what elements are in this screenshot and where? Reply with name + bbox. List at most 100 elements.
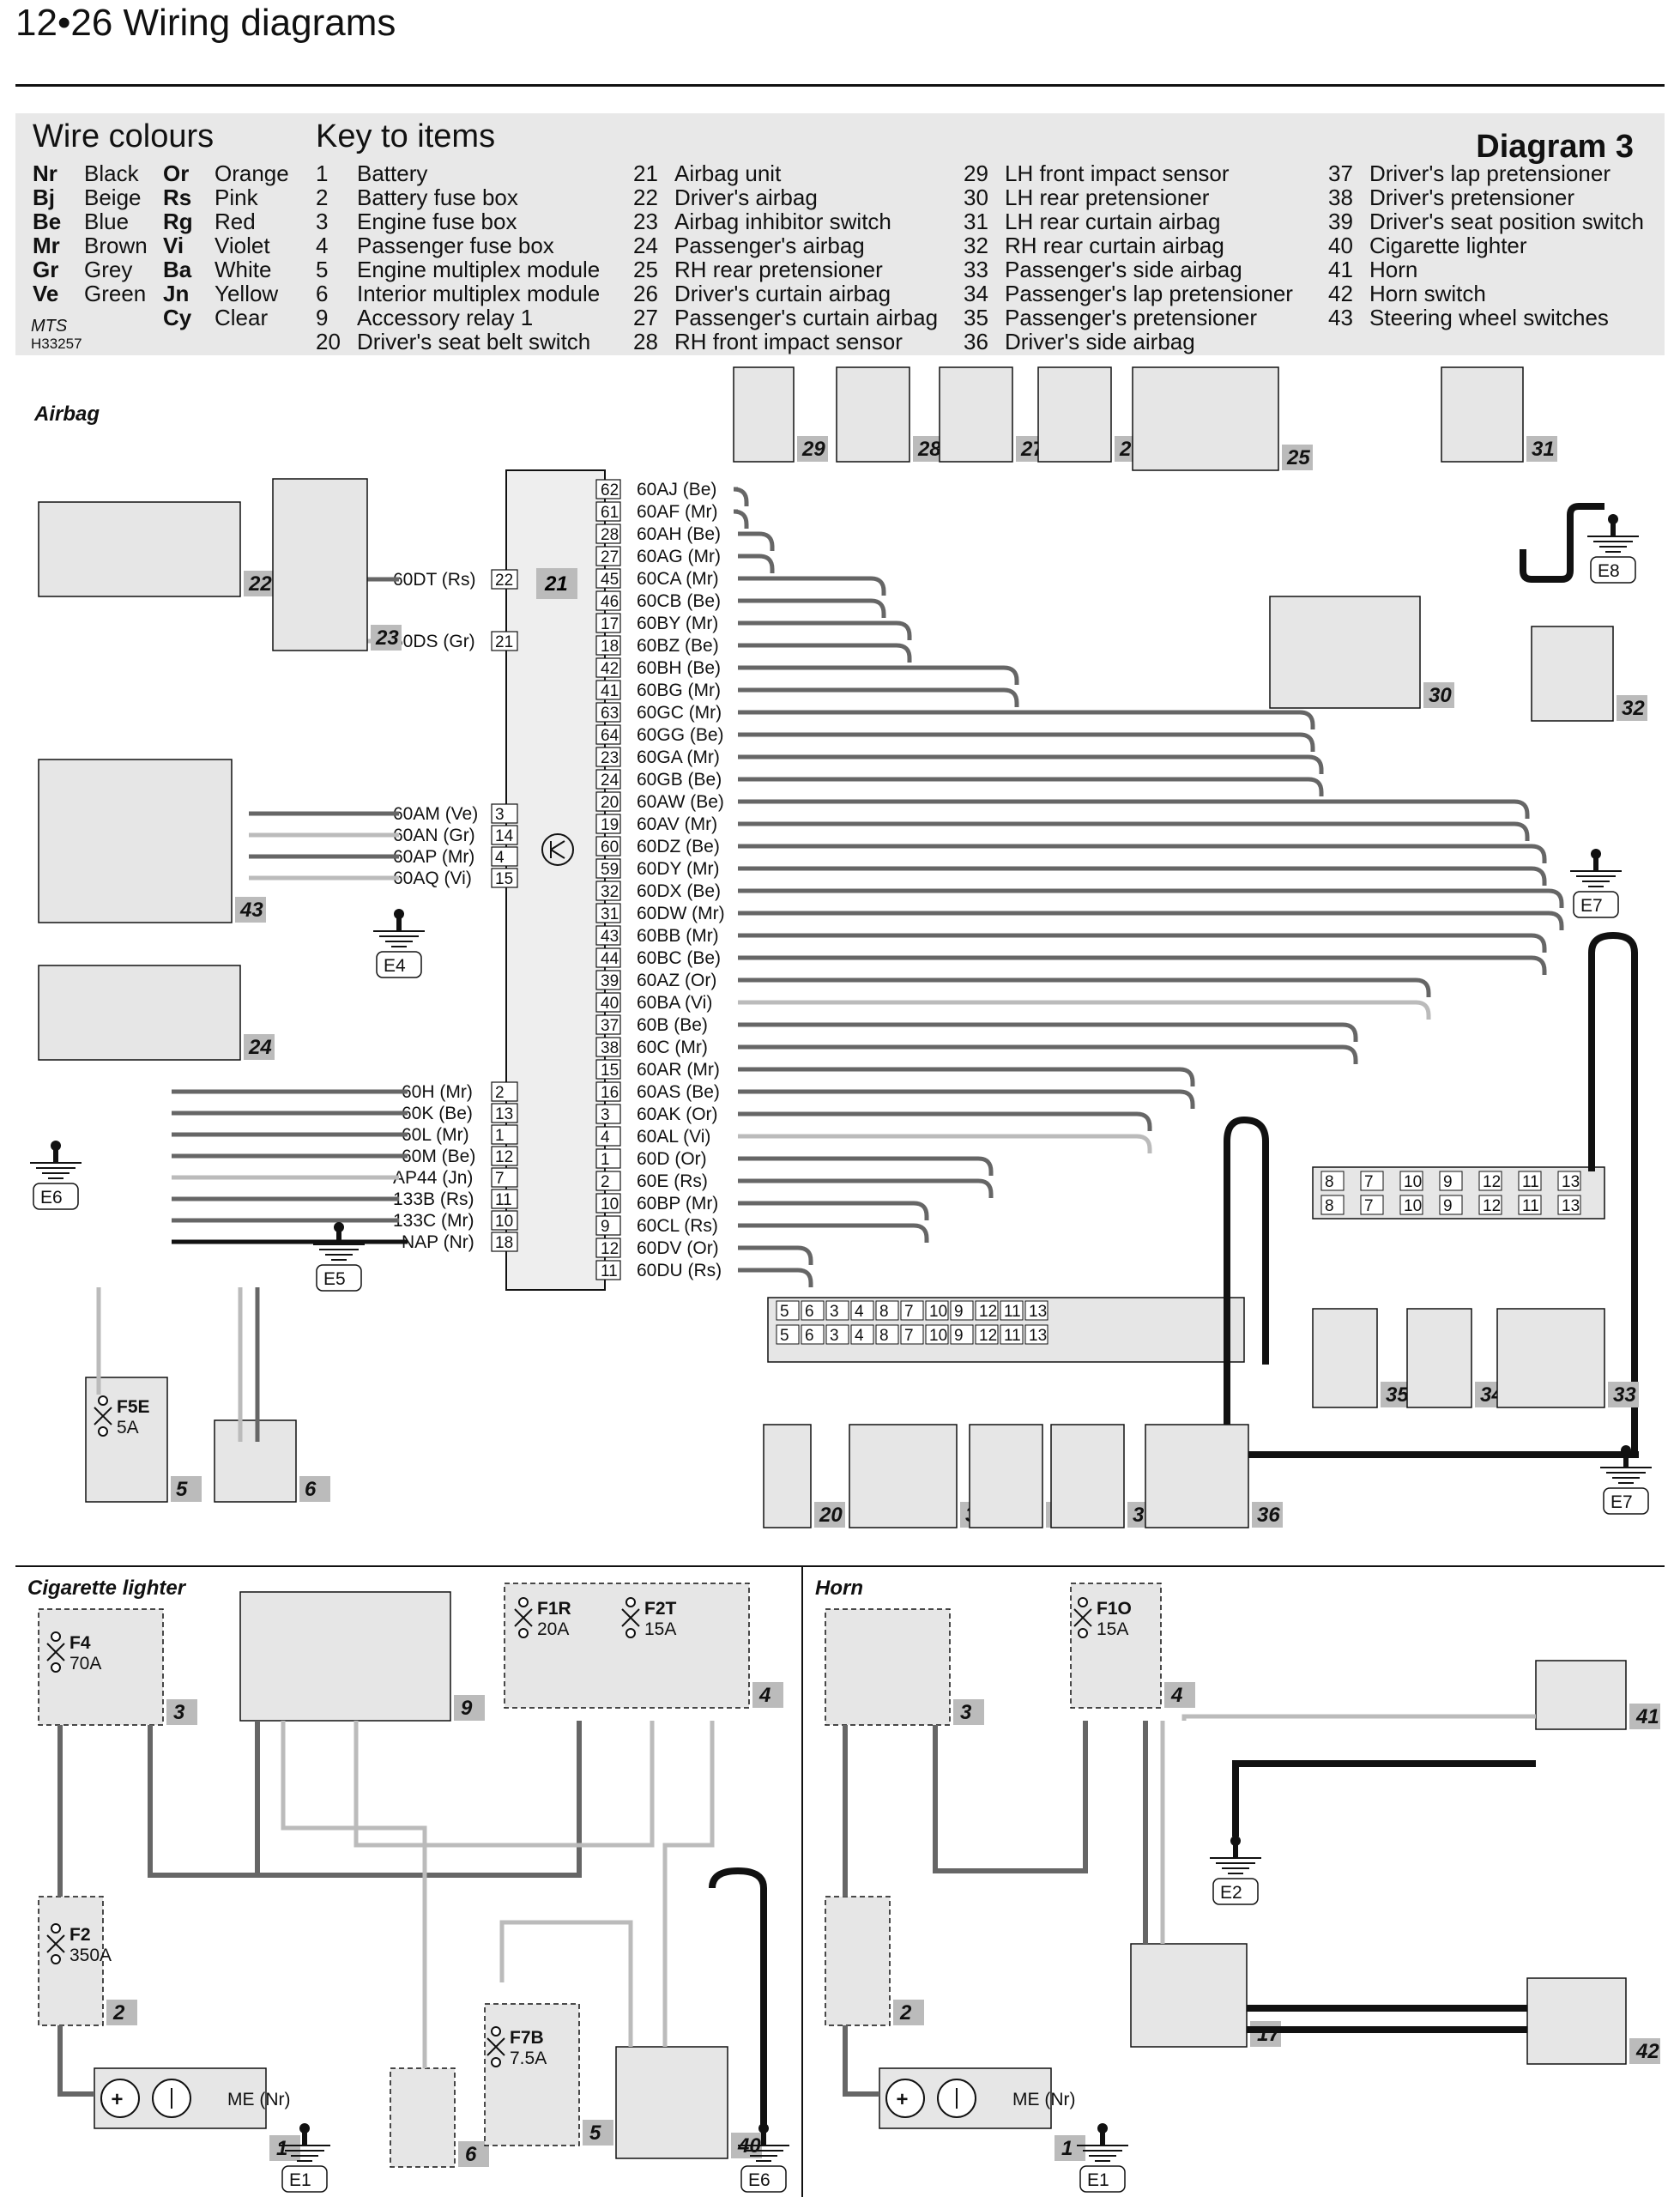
engine-fuse-box-horn-label-bg xyxy=(953,1699,984,1725)
ground-node xyxy=(1608,514,1618,524)
section-cig-title: Cigarette lighter xyxy=(27,1577,187,1600)
section-horn-title: Horn xyxy=(815,1577,863,1600)
connector-pin-number: 10 xyxy=(1404,1173,1422,1191)
airbag-wire xyxy=(738,598,886,618)
pin-box xyxy=(595,1059,621,1080)
wire-label: AP44 (Jn) xyxy=(393,1168,473,1188)
connector-pin xyxy=(975,1324,999,1345)
passenger-side-airbag-number: 33 xyxy=(1613,1383,1636,1407)
rh-impact-sensor-label-bg xyxy=(913,436,944,462)
pin-box xyxy=(595,925,621,946)
pin-number: 20 xyxy=(601,794,619,812)
lh-impact-sensor xyxy=(733,366,795,463)
circuit-wire xyxy=(662,1721,715,2047)
airbag-harness xyxy=(172,487,1564,1287)
circuit-wire xyxy=(843,2025,879,2097)
pin-box xyxy=(491,631,518,651)
circuit-wire xyxy=(499,1920,633,2047)
pin-box xyxy=(595,1260,621,1280)
airbag-wire xyxy=(738,955,1547,975)
fuse-symbol xyxy=(514,1608,533,1627)
rh-rear-pretensioner-number: 25 xyxy=(1286,446,1310,469)
wire-label: 60M (Be) xyxy=(402,1147,475,1166)
fuse-rating: 15A xyxy=(1097,1619,1128,1639)
ground-label-box xyxy=(33,1183,79,1210)
battery-plus-sign: + xyxy=(896,2088,908,2111)
pin-number: 31 xyxy=(601,905,619,923)
wire-label: 60AF (Mr) xyxy=(637,502,718,522)
pin-number: 12 xyxy=(601,1240,619,1258)
wire-label: 60H (Mr) xyxy=(402,1082,473,1102)
driver-pretensioner xyxy=(969,1424,1043,1528)
airbag-unit-number: 21 xyxy=(544,572,568,596)
connector-pin-number: 7 xyxy=(904,1327,914,1345)
connector-pin-number: 9 xyxy=(954,1303,964,1321)
pin-number: 21 xyxy=(495,633,513,651)
pin-number: 3 xyxy=(495,806,505,824)
ground-label: E8 xyxy=(1598,561,1620,581)
driver-seat-belt-switch xyxy=(763,1424,812,1528)
connector-pin xyxy=(850,1324,874,1345)
connector-pin xyxy=(825,1324,849,1345)
battery-fuse-box-cig xyxy=(38,1896,104,2026)
battery-earth-wire-label: ME (Nr) xyxy=(1012,2090,1075,2109)
pin-box xyxy=(595,702,621,723)
connector-pin xyxy=(1360,1171,1384,1191)
airbag-unit xyxy=(505,469,606,1291)
connector-pin xyxy=(925,1300,949,1321)
pin-box xyxy=(491,1232,518,1252)
pin-box xyxy=(595,1171,621,1191)
ground-label-box xyxy=(1212,1878,1259,1905)
pin-number: 42 xyxy=(601,660,619,678)
wire-label: 60C (Mr) xyxy=(637,1038,708,1057)
ground-label: E5 xyxy=(323,1269,346,1289)
wire-label: 60AM (Ve) xyxy=(393,804,478,824)
pin-box xyxy=(595,524,621,544)
pin-number: 1 xyxy=(601,1151,610,1169)
fuse-rating: 70A xyxy=(69,1654,101,1673)
connector-pin-number: 12 xyxy=(979,1303,997,1321)
wire-label: 60GA (Mr) xyxy=(637,747,720,767)
fuse-terminal xyxy=(518,1628,529,1638)
airbag-wire xyxy=(738,888,1564,908)
pin-box xyxy=(491,868,518,888)
pin-box xyxy=(595,992,621,1013)
connector-pin xyxy=(950,1324,974,1345)
page-header: 12•26 Wiring diagrams xyxy=(0,0,1680,86)
ground-label-box xyxy=(281,2165,328,2193)
pin-number: 38 xyxy=(601,1039,619,1057)
pin-box xyxy=(595,613,621,633)
pin-number: 63 xyxy=(601,705,619,723)
connector-pin-number: 8 xyxy=(1325,1197,1334,1215)
engine-multiplex-module-number: 5 xyxy=(176,1478,188,1501)
circuit-wire xyxy=(148,1721,582,1878)
connector-pin-number: 3 xyxy=(830,1327,839,1345)
airbag-wire xyxy=(738,821,1530,841)
connector-pin xyxy=(1439,1171,1463,1191)
wire-label: 60AL (Vi) xyxy=(637,1127,710,1147)
airbag-wire xyxy=(738,1111,1152,1131)
fuse-symbol xyxy=(486,2037,505,2056)
wire-label: 133C (Mr) xyxy=(393,1211,474,1231)
rh-impact-sensor-number: 28 xyxy=(917,438,941,461)
ground-label: E7 xyxy=(1611,1492,1633,1512)
driver-side-airbag-number: 36 xyxy=(1257,1504,1280,1527)
pin-number: 59 xyxy=(601,861,619,879)
connector-pin-number: 6 xyxy=(805,1327,814,1345)
pin-box xyxy=(595,1238,621,1258)
wire-label: 60B (Be) xyxy=(637,1015,708,1035)
interior-multiplex-module-number: 6 xyxy=(305,1478,317,1501)
connector-pin-number: 10 xyxy=(929,1327,947,1345)
pin-box xyxy=(595,590,621,611)
connector-pin xyxy=(1024,1324,1048,1345)
